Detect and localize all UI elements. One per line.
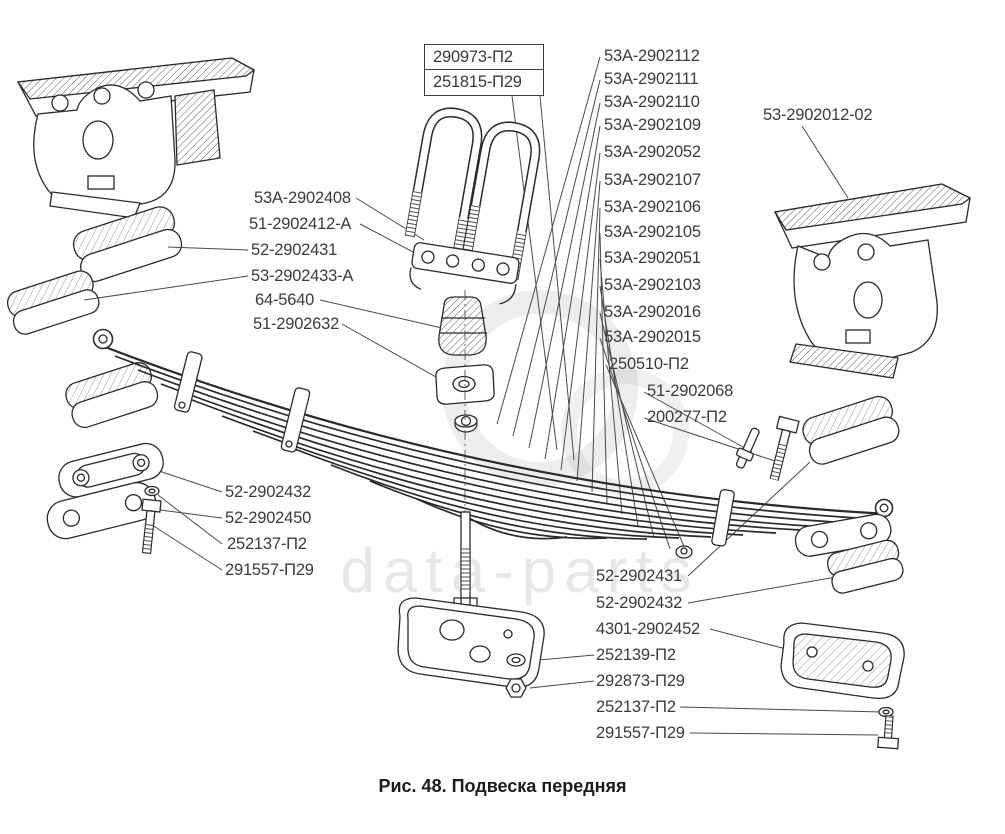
spring-pin: [735, 427, 760, 469]
part-label-53a-2902052: 53А-2902052: [604, 143, 701, 161]
rubber-pad-right: [826, 539, 904, 594]
part-label-252137-p2-l: 252137-П2: [227, 535, 307, 553]
part-label-53a-2902105: 53А-2902105: [604, 223, 701, 241]
part-label-52-2902432-ll: 52-2902432: [225, 483, 312, 501]
rubber-bumper-third: [65, 362, 159, 429]
bracket-bolt-right: [769, 415, 800, 481]
part-label-51-2902412-a: 51-2902412-А: [249, 215, 352, 233]
part-label-4301-2902452: 4301-2902452: [596, 620, 701, 638]
spring-clip-3: [711, 489, 735, 547]
part-label-292873-p29: 292873-П29: [596, 672, 685, 690]
frame-bracket-left: [16, 57, 256, 219]
part-label-250510-p2: 250510-П2: [609, 355, 689, 373]
part-label-252137-p2-r: 252137-П2: [596, 698, 676, 716]
leaf-spring: [92, 328, 894, 540]
boxed-label-group: 290973-П2 251815-П29: [424, 44, 544, 96]
spring-clip-2: [280, 387, 311, 453]
small-washer-right: [878, 706, 894, 718]
frame-bracket-right: [773, 183, 972, 379]
small-bolt-right: [877, 715, 900, 750]
part-label-290973-p2: 290973-П2: [425, 45, 543, 71]
rubber-bumper-lower: [6, 270, 100, 335]
leader-lines: [83, 56, 883, 736]
part-label-53a-2902112: 53А-2902112: [604, 47, 700, 65]
shackle-plate-lower: [46, 482, 157, 540]
figure-caption: Рис. 48. Подвеска передняя: [378, 776, 627, 796]
center-bolt-washer: [506, 653, 526, 667]
part-label-291557-p29-l: 291557-П29: [225, 561, 314, 579]
center-bolt-nut: [505, 678, 527, 698]
part-label-53a-2902110: 53А-2902110: [604, 93, 700, 111]
shackle-plate-upper: [58, 442, 164, 498]
part-label-53a-2902051: 53А-2902051: [604, 249, 701, 267]
part-label-51-2902632: 51-2902632: [253, 315, 340, 333]
part-label-53a-2902106: 53А-2902106: [604, 198, 701, 216]
part-label-251815-p29: 251815-П29: [433, 73, 522, 92]
part-label-52-2902450: 52-2902450: [225, 509, 312, 527]
part-label-53a-2902408: 53А-2902408: [254, 189, 351, 207]
part-label-252139-p2: 252139-П2: [596, 646, 676, 664]
u-bolt-clamp-plate: [409, 242, 520, 305]
watermark-text: data-parts: [340, 537, 699, 606]
center-nut: [454, 414, 478, 433]
part-label-53a-2902103: 53А-2902103: [604, 276, 701, 294]
part-label-291557-p29-r: 291557-П29: [596, 724, 685, 742]
part-label-53a-2902107: 53А-2902107: [604, 171, 701, 189]
part-label-52-2902432-r: 52-2902432: [596, 594, 683, 612]
part-label-52-2902431-r: 52-2902431: [596, 567, 683, 585]
part-label-53-2902433-a: 53-2902433-А: [251, 267, 354, 285]
part-label-200277-p2: 200277-П2: [647, 408, 727, 426]
part-label-51-2902068: 51-2902068: [647, 382, 734, 400]
part-label-53a-2902109: 53А-2902109: [604, 116, 701, 134]
u-bolt-rear: [462, 121, 541, 280]
part-label-64-5640: 64-5640: [255, 291, 315, 309]
part-label-53a-2902111: 53А-2902111: [604, 70, 699, 88]
part-label-53a-2902016: 53А-2902016: [604, 303, 701, 321]
support-bracket-right: [780, 622, 905, 700]
part-label-52-2902431-l: 52-2902431: [251, 241, 338, 259]
clip-nut: [675, 545, 693, 559]
rubber-bumper-right: [802, 395, 900, 465]
center-rubber-buffer: [438, 296, 487, 356]
spring-bottom-plate: [397, 597, 545, 689]
part-label-53-2902012-02: 53-2902012-02: [763, 106, 873, 124]
spring-clip-1: [173, 351, 203, 413]
shackle-washer: [144, 485, 160, 497]
shackle-bolt: [141, 498, 162, 554]
part-label-53a-2902015: 53А-2902015: [604, 328, 701, 346]
